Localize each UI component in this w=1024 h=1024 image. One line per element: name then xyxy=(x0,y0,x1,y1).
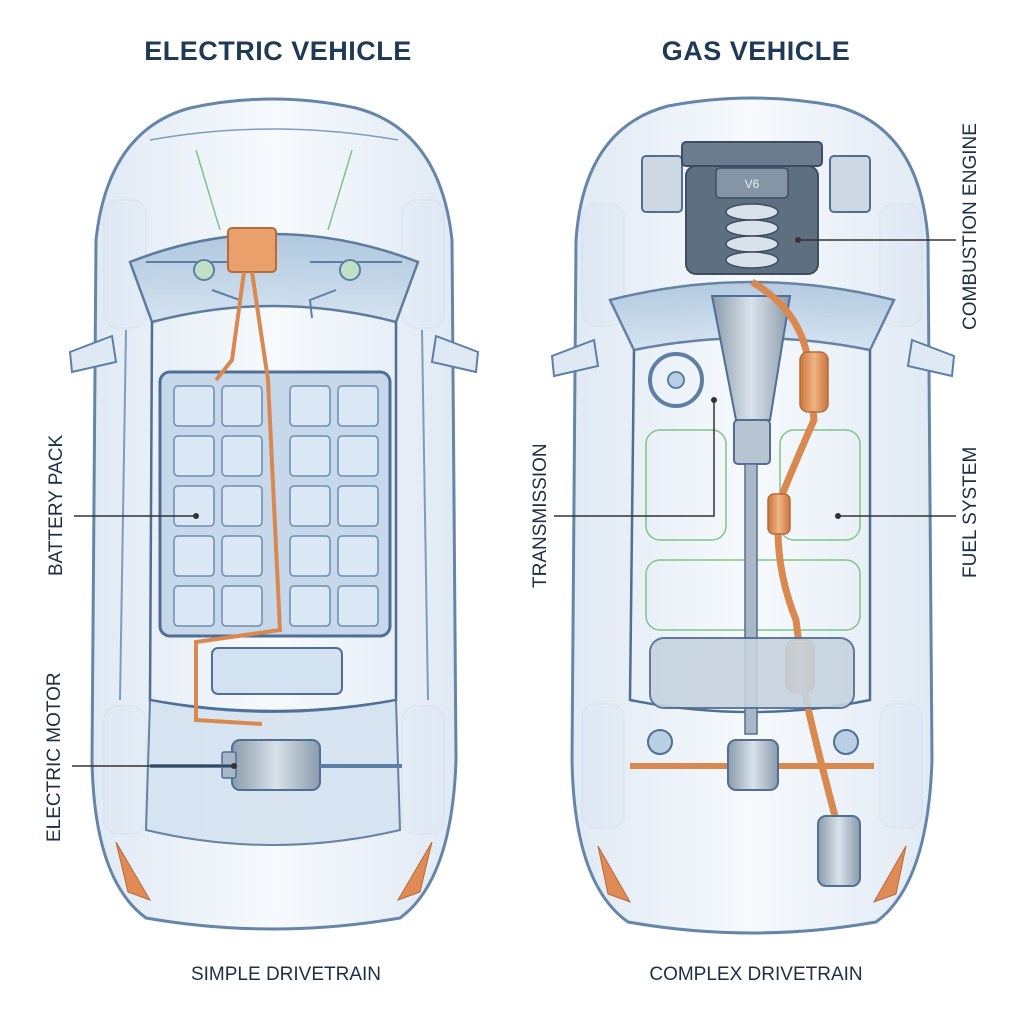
ev-mirror-right xyxy=(430,334,480,374)
complex-drivetrain-caption: COMPLEX DRIVETRAIN xyxy=(649,964,863,985)
gas-mirror-right xyxy=(906,338,956,378)
ev-high-voltage-cables xyxy=(194,271,283,726)
electric-vehicle-car xyxy=(68,97,480,931)
engine-badge: V6 xyxy=(745,177,760,191)
ev-tail-light-right xyxy=(396,841,433,901)
electric-vehicle-title: ELECTRIC VEHICLE xyxy=(144,36,412,66)
transmission-label: TRANSMISSION xyxy=(530,443,551,588)
gas-combustion-engine xyxy=(641,141,871,275)
simple-drivetrain-caption: SIMPLE DRIVETRAIN xyxy=(190,964,382,985)
gas-tail-light-left xyxy=(597,845,632,903)
gas-vehicle-title: GAS VEHICLE xyxy=(661,36,851,66)
ev-power-controller xyxy=(227,227,277,273)
combustion-engine-label: COMBUSTION ENGINE xyxy=(960,123,981,330)
gas-muffler xyxy=(817,815,861,887)
gas-rear-axle xyxy=(630,729,874,791)
gas-catalytic-converter xyxy=(799,351,829,413)
ev-mirror-left xyxy=(68,334,118,374)
gas-tail-light-right xyxy=(872,845,907,903)
fuel-system-label: FUEL SYSTEM xyxy=(960,446,981,578)
ev-windshield xyxy=(128,232,420,324)
battery-pack-label: BATTERY PACK xyxy=(46,434,67,576)
gas-mirror-left xyxy=(550,338,600,378)
gas-steering-wheel xyxy=(648,352,704,408)
ev-tail-light-left xyxy=(115,841,152,901)
gas-fuel-tank xyxy=(649,637,855,709)
gas-vehicle-car: V6 xyxy=(550,96,956,935)
transmission-leader xyxy=(554,400,715,517)
electric-motor-label: ELECTRIC MOTOR xyxy=(44,672,65,842)
